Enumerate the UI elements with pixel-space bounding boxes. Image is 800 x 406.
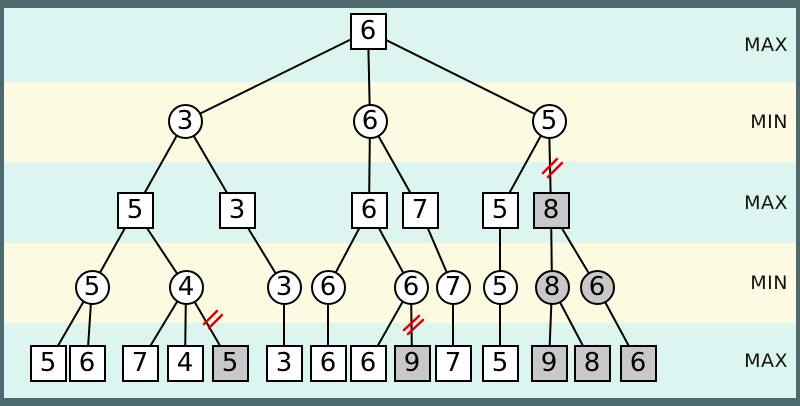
prune-slash-mark xyxy=(202,309,219,326)
tree-node-square-b3: 6 xyxy=(350,191,388,229)
tree-node-square-b4: 7 xyxy=(401,191,439,229)
band-label-max-2: MAX xyxy=(744,191,788,214)
tree-node-circle-c4: 6 xyxy=(310,269,346,305)
tree-node-square-d1: 5 xyxy=(29,344,67,382)
band-max-1: MAX xyxy=(0,8,800,82)
tree-node-square-d3: 7 xyxy=(121,344,159,382)
tree-node-circle-c9: 6 xyxy=(579,269,615,305)
frame-border-bottom xyxy=(0,398,800,406)
tree-node-circle-a1: 3 xyxy=(167,103,203,139)
tree-node-square-d14: 6 xyxy=(619,344,657,382)
tree-node-square-r: 6 xyxy=(349,12,387,50)
tree-node-circle-a3: 5 xyxy=(531,103,567,139)
tree-node-circle-c7: 5 xyxy=(482,269,518,305)
frame-border-left xyxy=(0,0,4,406)
tree-edge xyxy=(184,30,369,122)
tree-node-square-d11: 5 xyxy=(481,344,519,382)
tree-node-square-d13: 8 xyxy=(573,344,611,382)
tree-node-circle-c2: 4 xyxy=(168,269,204,305)
tree-node-square-b1: 5 xyxy=(116,191,154,229)
prune-slash-mark xyxy=(207,313,224,330)
tree-node-square-b6: 8 xyxy=(532,191,570,229)
tree-node-circle-c1: 5 xyxy=(74,269,110,305)
band-label-max-3: MAX xyxy=(744,349,788,372)
tree-node-circle-c8: 8 xyxy=(534,269,570,305)
tree-node-square-d9: 9 xyxy=(393,344,431,382)
band-label-min-1: MIN xyxy=(750,111,788,133)
tree-node-circle-c6: 7 xyxy=(435,269,471,305)
band-label-min-2: MIN xyxy=(750,272,788,294)
tree-edge xyxy=(367,30,550,122)
tree-node-square-b2: 3 xyxy=(218,191,256,229)
tree-node-square-d2: 6 xyxy=(68,344,106,382)
tree-node-square-d4: 4 xyxy=(166,344,204,382)
prune-slash-mark xyxy=(541,157,559,175)
tree-node-square-d5: 5 xyxy=(211,344,249,382)
tree-node-circle-c5: 6 xyxy=(393,269,429,305)
tree-node-square-d10: 7 xyxy=(434,344,472,382)
band-min-1: MIN xyxy=(0,82,800,162)
tree-node-square-d6: 3 xyxy=(265,344,303,382)
tree-node-circle-a2: 6 xyxy=(352,103,388,139)
prune-slash-mark xyxy=(406,318,425,336)
prune-slash-mark xyxy=(402,314,421,332)
tree-node-square-d8: 6 xyxy=(349,344,387,382)
tree-node-circle-c3: 3 xyxy=(266,269,302,305)
band-label-max-1: MAX xyxy=(744,34,788,56)
tree-node-square-b5: 5 xyxy=(481,191,519,229)
tree-node-square-d12: 9 xyxy=(530,344,568,382)
prune-slash-mark xyxy=(546,161,564,179)
frame-border-top xyxy=(0,0,800,8)
frame-border-right xyxy=(796,0,800,406)
tree-node-square-d7: 6 xyxy=(309,344,347,382)
